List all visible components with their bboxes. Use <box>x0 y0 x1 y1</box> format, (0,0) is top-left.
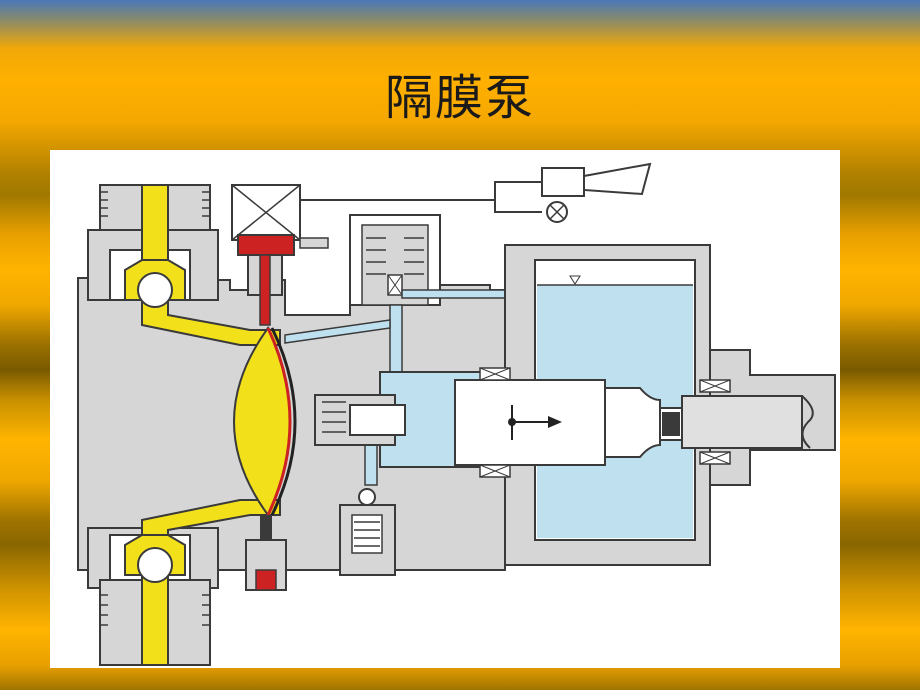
diagram-panel <box>50 150 840 668</box>
signal-wiring <box>300 181 542 213</box>
diaphragm-pump-diagram <box>77 162 836 666</box>
drive-shaft <box>659 379 814 465</box>
check-valve-bottom <box>124 534 186 583</box>
pressure-valve-top <box>231 184 329 326</box>
slide-title: 隔膜泵 <box>384 70 535 126</box>
check-valve-top <box>124 259 186 308</box>
drain-valve-bottom <box>245 515 287 591</box>
crosshead <box>454 367 661 478</box>
lamp-icon <box>546 201 568 223</box>
spring-valve-bottom <box>339 488 396 576</box>
horn-icon <box>541 162 652 197</box>
right-arrow-icon <box>508 405 562 440</box>
spring-valve-top <box>349 214 441 306</box>
fluid-channel <box>141 184 281 666</box>
piston-rod <box>314 394 406 446</box>
